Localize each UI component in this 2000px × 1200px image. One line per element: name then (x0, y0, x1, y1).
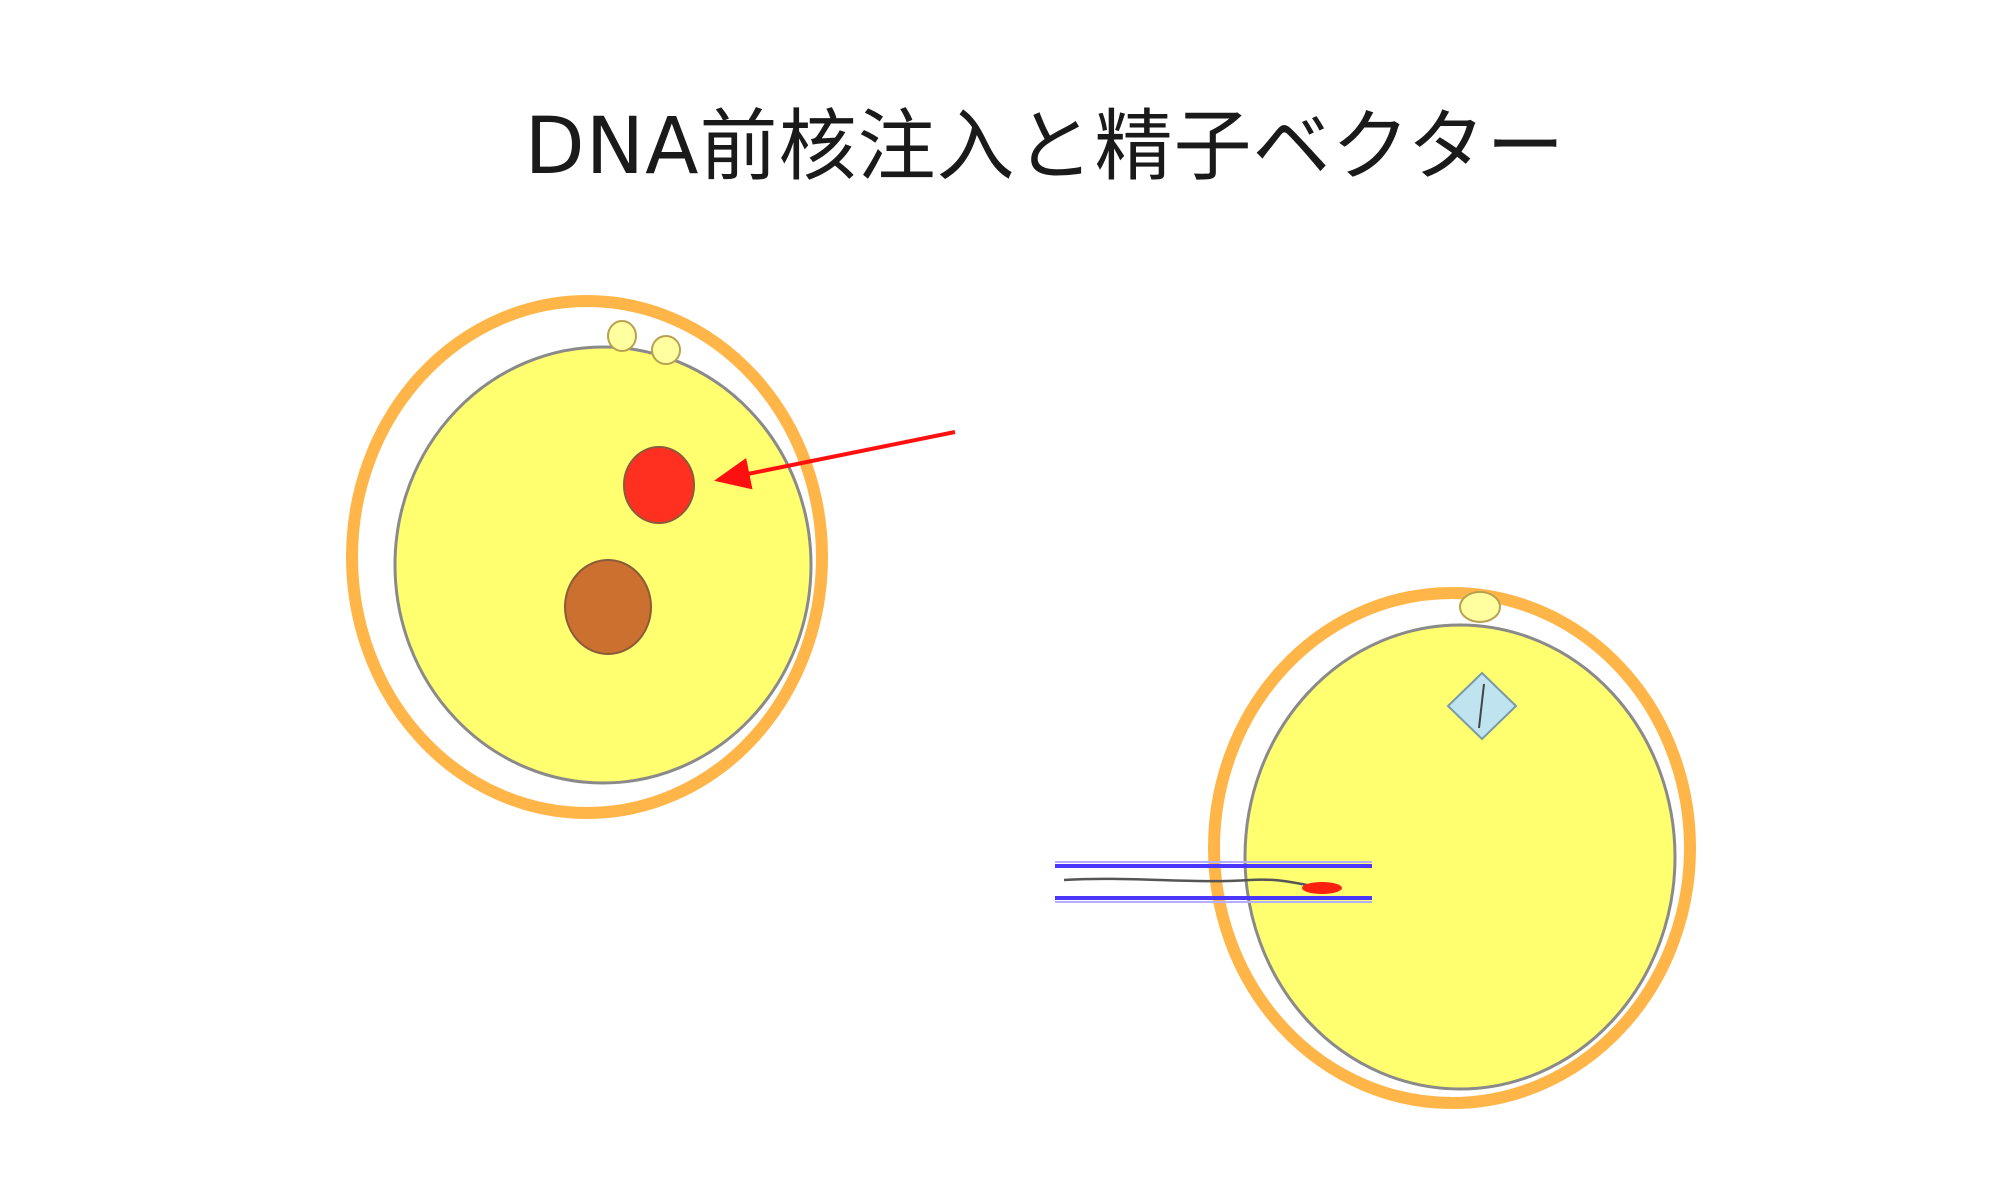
spindle-icon (1446, 671, 1518, 741)
polar-body (1459, 591, 1501, 623)
oocyte-cytoplasm (1243, 623, 1677, 1091)
red-arrow-icon (714, 430, 956, 490)
pronuclear-zygote-icon (346, 295, 828, 819)
injection-pipette-icon (1055, 861, 1372, 903)
sperm-tail (1063, 877, 1313, 888)
polar-body (651, 335, 681, 365)
polar-body (607, 320, 637, 352)
female-pronucleus (564, 559, 652, 655)
slide-title: DNA前核注入と精子ベクター (524, 102, 1566, 192)
male-pronucleus (623, 446, 695, 524)
sperm-head (1302, 882, 1342, 894)
oocyte-icon (1208, 587, 1696, 1109)
